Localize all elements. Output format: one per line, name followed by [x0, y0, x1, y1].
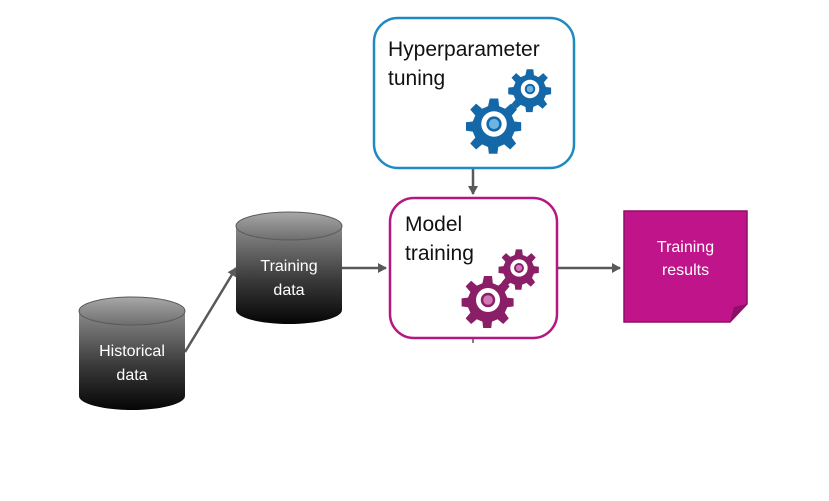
- hyperparameter-tuning-label: Hyperparameter tuning: [388, 38, 540, 90]
- historical-data-label: Historical data: [99, 343, 165, 384]
- model-training-box: [388, 196, 559, 340]
- gears-icon: [461, 249, 539, 328]
- arrow-historical-to-training: [183, 267, 238, 353]
- training-data-label: Training data: [260, 258, 318, 299]
- gears-icon: [465, 69, 552, 154]
- training-data-cylinder: [235, 211, 343, 324]
- hyperparameter-tuning-box: [372, 16, 576, 170]
- historical-data-cylinder: [78, 296, 186, 410]
- training-results-note: [623, 210, 748, 323]
- training-results-label: Training results: [656, 239, 715, 279]
- model-training-label: Model training: [405, 213, 474, 265]
